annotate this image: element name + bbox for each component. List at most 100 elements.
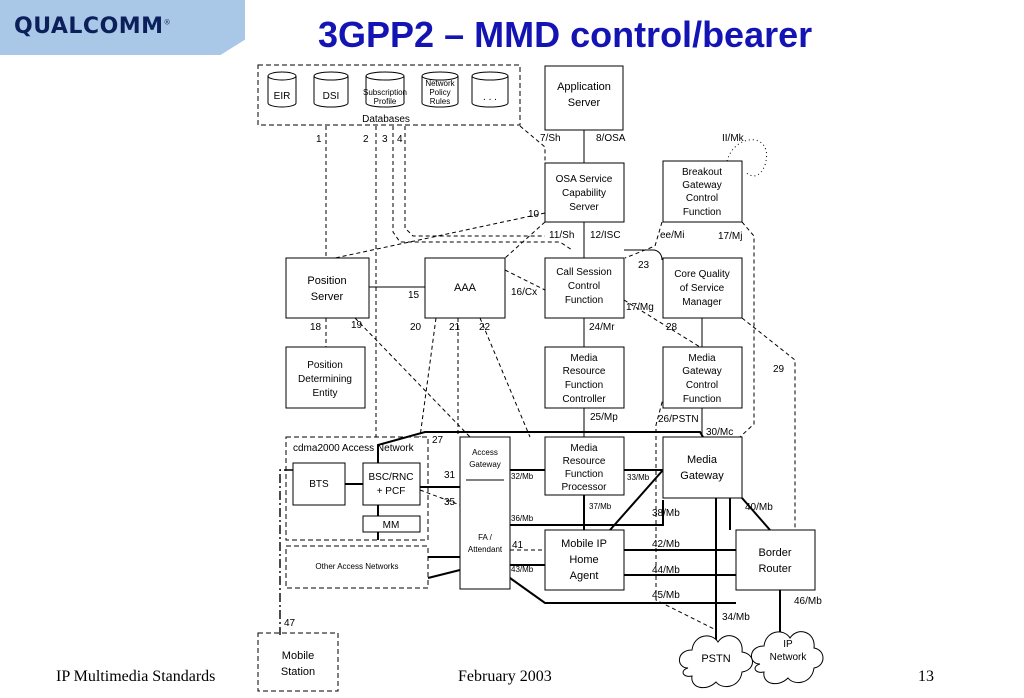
interface-label-43-mb: 43/Mb [511,565,534,574]
interface-label-45-mb: 45/Mb [652,590,680,601]
interface-label-28: 28 [666,322,678,333]
svg-text:Media: Media [570,353,598,364]
interface-label-1: 1 [316,134,322,145]
svg-text:Network: Network [770,652,808,663]
bsc-rnc-pcf: BSC/RNC + PCF [362,462,421,506]
footer-left-text: IP Multimedia Standards [56,668,216,685]
svg-text:Rules: Rules [430,97,450,106]
svg-text:Attendant: Attendant [468,545,503,554]
svg-text:Control: Control [568,281,600,292]
logo-wordmark: QUALCOMM® [14,14,172,39]
interface-labels: 1 2 3 4 7/Sh 8/OSA II/Mk 10 11/Sh 12/ISC… [284,133,822,629]
svg-text:AAA: AAA [454,282,477,294]
position-determining-entity: Position Determining Entity [285,346,366,409]
interface-label-29: 29 [773,364,785,375]
svg-text:OSA Service: OSA Service [556,174,613,185]
svg-text:BSC/RNC: BSC/RNC [368,472,413,483]
svg-text:Border: Border [758,547,791,559]
interface-label-17-mj: 17/Mj [718,231,742,242]
interface-label-21: 21 [449,322,461,333]
border-router: Border Router [735,529,816,591]
footer-date: February 2003 [458,668,552,685]
svg-text:Entity: Entity [312,388,337,399]
mobile-ip-home-agent: Mobile IP Home Agent [544,529,625,591]
interface-label-35: 35 [444,497,456,508]
interface-label-22: 22 [479,322,491,333]
interface-label-32-mb: 32/Mb [511,472,534,481]
interface-label-27: 27 [432,435,444,446]
subscription-profile-database: Subscription Profile [363,71,407,108]
svg-text:Manager: Manager [682,297,722,308]
svg-text:DSI: DSI [323,91,340,102]
svg-text:Home: Home [569,554,598,566]
breakout-gateway-control-function: Breakout Gateway Control Function [662,160,743,223]
interface-label-40-mb: 40/Mb [745,502,773,513]
pstn-cloud: PSTN [679,635,753,689]
svg-text:Media: Media [688,353,716,364]
interface-label-15: 15 [408,290,420,301]
core-qos-manager: Core Quality of Service Manager [662,257,743,319]
svg-text:Agent: Agent [570,570,599,582]
svg-text:BTS: BTS [309,479,329,490]
access-gateway-fa-attendant: Access Gateway FA / Attendant [459,436,511,590]
svg-text:Function: Function [565,469,603,480]
svg-text:Breakout: Breakout [682,167,722,178]
svg-text:of Service: of Service [680,283,725,294]
application-server: Application Server [544,65,624,131]
svg-text:Application: Application [557,81,611,93]
svg-text:Server: Server [569,202,599,213]
svg-text:Function: Function [565,295,603,306]
svg-text:Policy: Policy [429,88,450,97]
svg-text:Function: Function [683,394,721,405]
ip-network-cloud: IP Network [751,631,824,685]
aaa-server: AAA [424,257,506,319]
more-databases: . . . [471,71,509,108]
interface-label-19: 19 [351,320,363,331]
mm-box: MM [362,515,421,533]
svg-text:Controller: Controller [562,394,606,405]
interface-label-18: 18 [310,322,322,333]
svg-text:Core Quality: Core Quality [674,269,730,280]
page-number: 13 [918,668,934,685]
svg-text:Resource: Resource [563,456,606,467]
interface-label-11-sh: 11/Sh [549,230,574,241]
media-resource-function-processor: Media Resource Function Processor [544,436,625,496]
media-resource-function-controller: Media Resource Function Controller [544,346,625,409]
svg-text:Capability: Capability [562,188,606,199]
network-policy-rules-database: Network Policy Rules [421,71,459,108]
databases-group: EIR DSI Subscription Profile Network Pol… [257,64,521,126]
databases-label: Databases [362,114,410,125]
svg-text:Mobile IP: Mobile IP [561,538,607,550]
svg-text:IP: IP [783,639,793,650]
svg-text:Media: Media [570,443,598,454]
interface-label-24-mr: 24/Mr [589,322,615,333]
interface-label-12-isc: 12/ISC [590,230,621,241]
interface-label-16-cx: 16/Cx [511,287,537,298]
svg-text:. . .: . . . [483,92,497,103]
interface-label-3: 3 [382,134,388,145]
company-logo: QUALCOMM® [0,0,245,55]
svg-text:Server: Server [311,291,344,303]
interface-label-38-mb: 38/Mb [652,508,680,519]
call-session-control-function: Call Session Control Function [544,257,625,319]
interface-label-36-mb: 36/Mb [511,514,534,523]
interface-label-41: 41 [512,540,524,551]
media-gateway: Media Gateway [662,436,743,499]
svg-text:Function: Function [565,380,603,391]
svg-text:Gateway: Gateway [469,460,501,469]
cdma2000-access-network: cdma2000 Access Network BTS BSC/RNC + PC… [285,436,429,541]
interface-label-ee-mi: ee/Mi [660,230,684,241]
interface-label-30-mc: 30/Mc [706,427,733,438]
interface-label-ii-mk: II/Mk [722,133,745,144]
interface-label-25-mp: 25/Mp [590,412,618,423]
svg-text:EIR: EIR [274,91,291,102]
svg-text:Media: Media [687,454,718,466]
svg-text:MM: MM [383,520,400,531]
svg-text:Subscription: Subscription [363,88,407,97]
interface-label-10: 10 [528,209,540,220]
svg-text:Server: Server [568,97,601,109]
databases-container [257,64,521,126]
interface-label-2: 2 [363,134,369,145]
other-access-networks: Other Access Networks [285,545,429,589]
